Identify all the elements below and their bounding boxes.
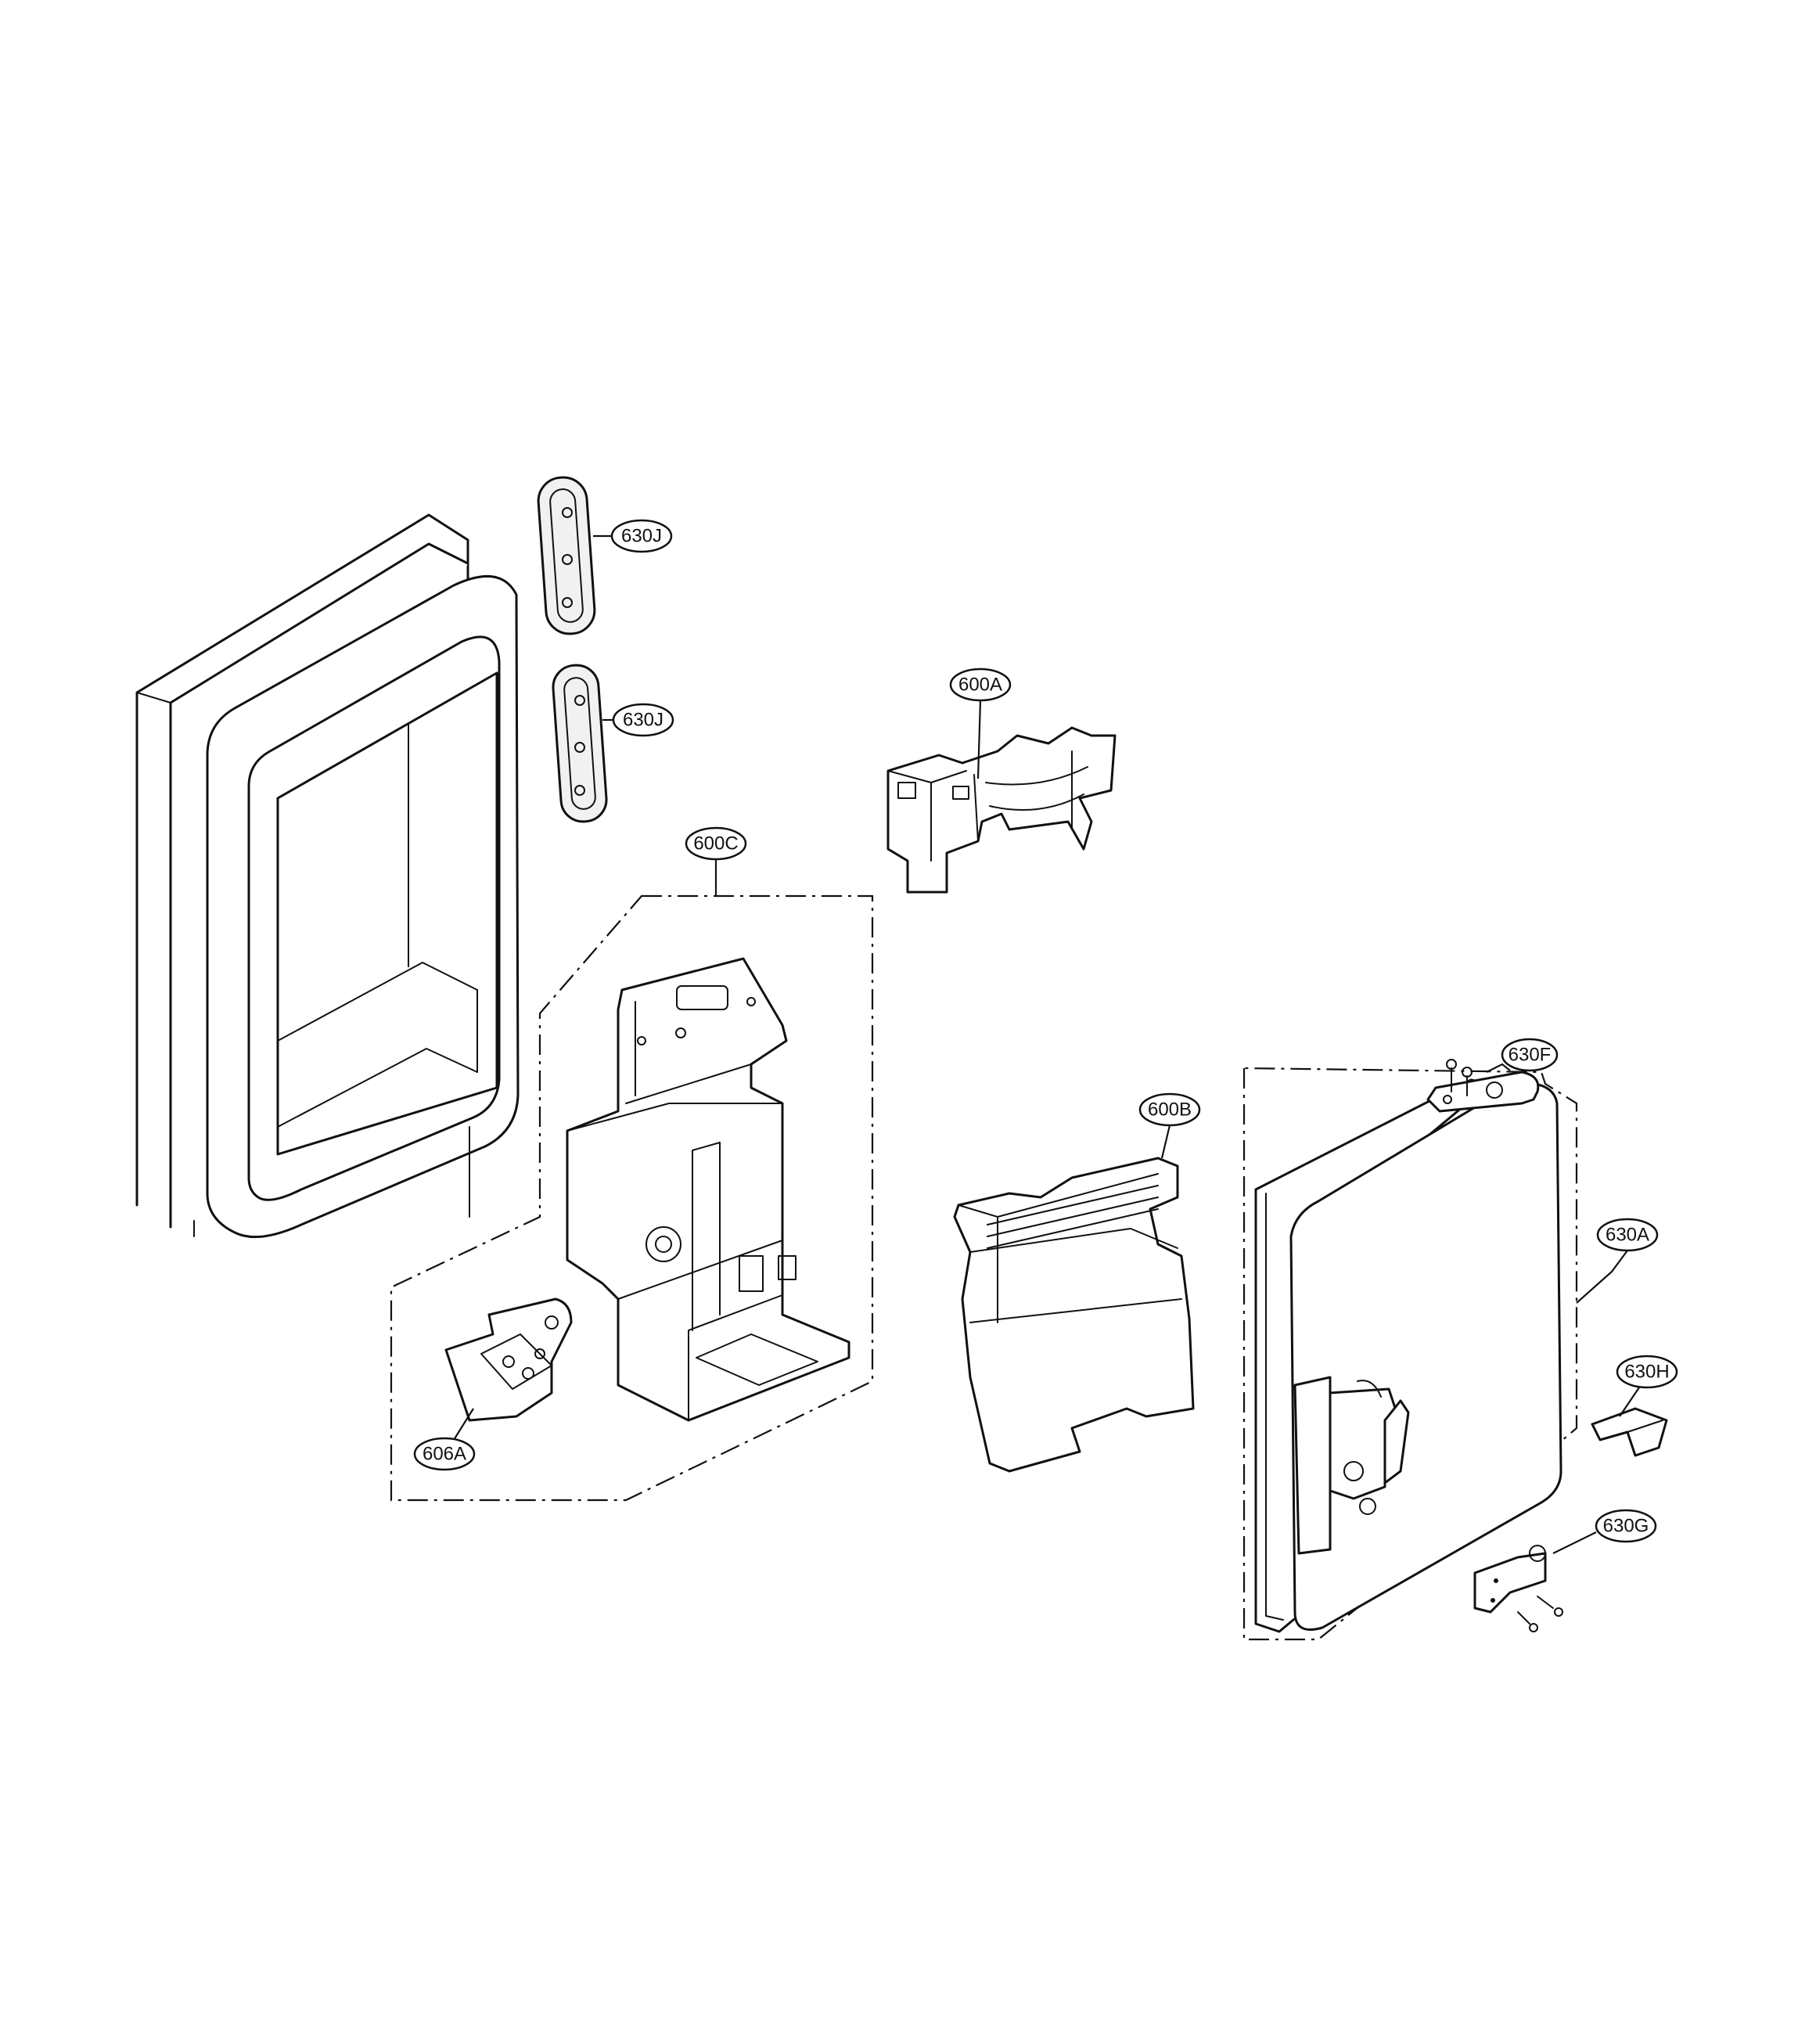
callout-600B[interactable]: 600B [1138,1092,1201,1127]
callout-label: 606A [423,1444,466,1465]
callout-606A[interactable]: 606A [413,1437,476,1471]
leader-600A [976,700,982,779]
leader-600B [1160,1125,1171,1159]
callout-label: 630J [623,710,663,731]
callout-label: 600B [1148,1099,1192,1121]
callout-label: 600C [693,833,738,855]
leader-630F [1486,1063,1511,1073]
leader-630G [1552,1531,1597,1554]
leader-630H [1619,1387,1640,1417]
hinge-cover[interactable] [1591,1407,1668,1457]
callout-630G[interactable]: 630G [1595,1509,1657,1543]
door-handle-cap-lower[interactable] [552,664,608,823]
upper-hinge[interactable] [1426,1059,1540,1113]
callout-label: 630H [1624,1362,1669,1383]
callout-label: 630F [1509,1045,1552,1066]
leader-630A [1576,1250,1628,1304]
ice-maker[interactable] [886,726,1117,894]
leader-606A [453,1408,474,1441]
freezer-door-assembly[interactable] [1254,1078,1562,1633]
callout-600C[interactable]: 600C [685,826,747,861]
lower-hinge[interactable] [1473,1545,1563,1632]
dispenser-housing-group-outline [390,894,874,1502]
callout-630A[interactable]: 630A [1596,1218,1659,1252]
callout-label: 630A [1606,1225,1649,1246]
dispenser-bracket[interactable] [444,1297,573,1422]
door-assembly-group-outline [1242,1067,1578,1641]
callout-630J-lower[interactable]: 630J [612,703,674,737]
callout-label: 600A [958,675,1002,696]
dispenser-housing[interactable] [566,957,850,1422]
refrigerator-door[interactable] [135,513,520,1239]
ice-bin[interactable] [953,1157,1195,1473]
callout-label: 630J [621,526,662,547]
callout-label: 630G [1603,1516,1649,1537]
callout-630H[interactable]: 630H [1616,1355,1678,1389]
callout-600A[interactable]: 600A [949,668,1012,702]
door-handle-cap-upper[interactable] [537,476,596,635]
callout-630J-upper[interactable]: 630J [610,519,673,553]
callout-630F[interactable]: 630F [1501,1038,1559,1072]
